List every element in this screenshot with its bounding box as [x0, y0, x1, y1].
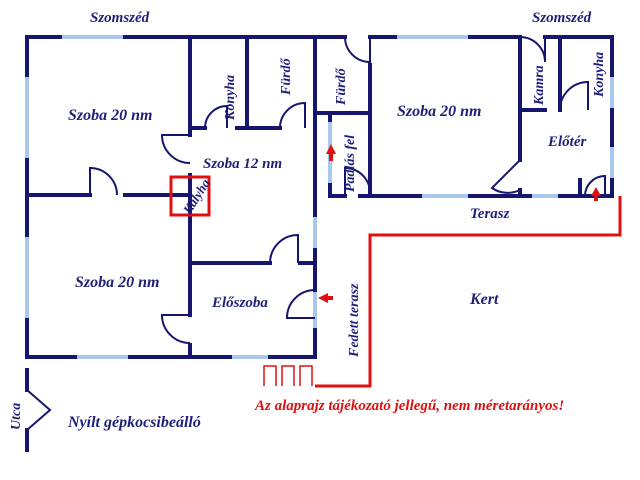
door-room20-bottomleft [160, 314, 191, 344]
label-bathroom-right: Fürdő [334, 67, 349, 106]
door-hall-entry [285, 289, 316, 319]
door-vestibule [490, 159, 521, 194]
label-neighbor-right: Szomszéd [532, 10, 592, 26]
label-terrace: Terasz [470, 206, 510, 222]
door-attic [344, 166, 371, 196]
label-kitchen-left: Konyha [223, 75, 238, 121]
door-hall-room12 [269, 233, 299, 264]
stove-box [169, 175, 211, 217]
label-bathroom-left: Fürdő [279, 57, 294, 96]
label-room-12: Szoba 12 nm [203, 156, 282, 172]
label-neighbor-left: Szomszéd [90, 10, 150, 26]
label-pantry: Kamra [532, 65, 547, 106]
label-vestibule: Előtér [547, 134, 586, 150]
label-room-20-bottom-left: Szoba 20 nm [75, 274, 159, 291]
door-kitchen-right [559, 80, 589, 111]
door-room12-left [160, 134, 191, 164]
door-room20-topleft [89, 166, 118, 196]
door-street [26, 389, 52, 431]
door-pantry [519, 36, 546, 63]
label-open-parking: Nyílt gépkocsibeálló [67, 414, 201, 431]
label-kitchen-right: Konyha [592, 52, 607, 98]
label-hall: Előszoba [211, 295, 268, 311]
red-marks [169, 175, 622, 388]
label-street: Utca [9, 403, 24, 430]
door-bathroom-right [344, 36, 371, 64]
label-room-20-top-left: Szoba 20 nm [68, 107, 152, 124]
label-garden: Kert [469, 291, 499, 308]
label-covered-terrace: Fedett terasz [347, 283, 362, 358]
arrow-attic [326, 144, 336, 154]
label-room-20-top-right: Szoba 20 nm [397, 103, 481, 120]
entry-arrows [318, 144, 601, 303]
chimney-symbol [263, 365, 313, 386]
door-bathroom-left [279, 101, 306, 129]
label-disclaimer: Az alaprajz tájékozató jellegű, nem mére… [254, 398, 564, 414]
labels: Szomszéd Szomszéd Szoba 20 nm Konyha Für… [9, 10, 607, 431]
arrow-entry-right [591, 187, 601, 196]
door-entry-right [584, 174, 606, 197]
terrace-outline [315, 196, 622, 388]
arrow-hall [318, 293, 328, 303]
door-kitchen-left [204, 104, 228, 129]
doors [26, 36, 606, 431]
walls [25, 35, 614, 452]
label-attic-up: Padlás fel [343, 135, 358, 192]
